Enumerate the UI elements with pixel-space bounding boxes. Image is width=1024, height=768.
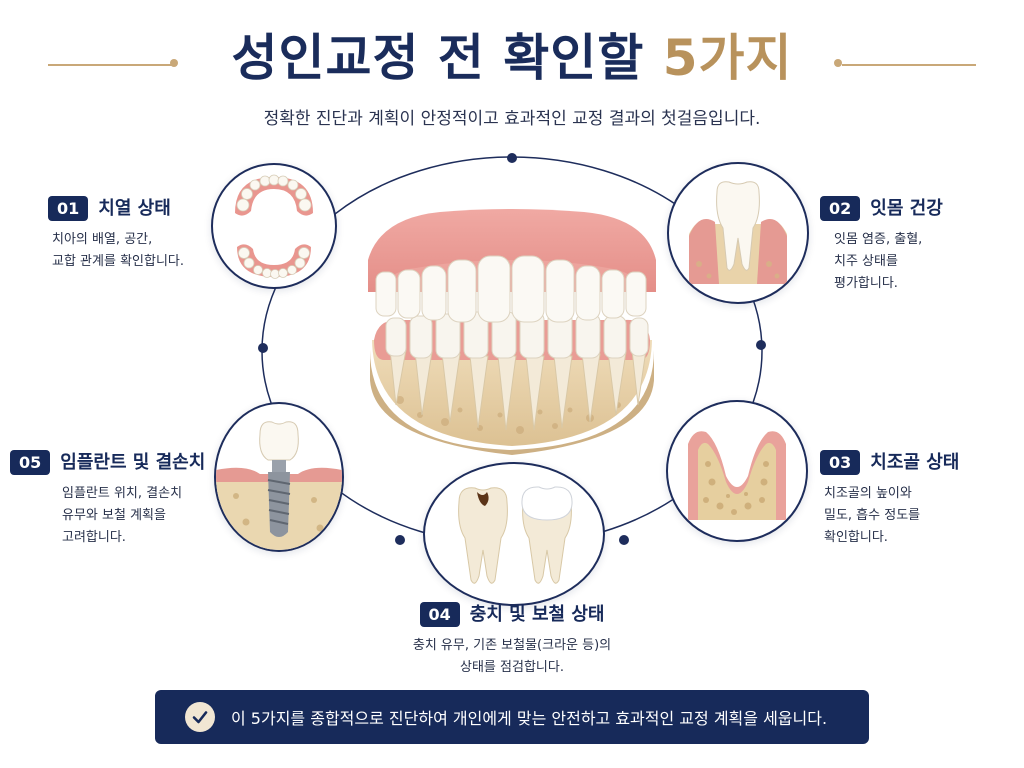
ring-dot-right [756,340,766,350]
item-05-number: 05 [10,450,51,475]
item-03-number: 03 [820,450,861,475]
item-05-desc-line3: 고려합니다. [62,530,126,545]
title-left-dot [170,59,178,67]
item-01-title: 치열 상태 [98,198,171,219]
item-03-title: 치조골 상태 [870,452,960,473]
item-03-desc: 치조골의 높이와 밀도, 흡수 정도를 확인합니다. [824,483,959,549]
item-02-desc-line3: 평가합니다. [834,276,898,291]
item-02-desc-line1: 잇몸 염증, 출혈, [834,232,923,247]
title-row: 성인교정 전 확인할 5가지 [0,18,1024,98]
item-05-desc-line1: 임플란트 위치, 결손치 [62,486,183,501]
item-04-desc-line1: 충치 유무, 기존 보철물(크라운 등)의 [412,638,612,653]
ring-dot-top [507,153,517,163]
item-03-desc-line2: 밀도, 흡수 정도를 [824,508,921,523]
item-05-title: 임플란트 및 결손치 [60,452,206,473]
implant-icon [216,421,342,550]
item-04-desc-line2: 상태를 점검합니다. [460,660,564,675]
item-02-desc: 잇몸 염증, 출혈, 치주 상태를 평가합니다. [834,229,943,295]
ring-dot-left [258,343,268,353]
item-01: 01 치열 상태 치아의 배열, 공간, 교합 관계를 확인합니다. [48,194,184,273]
item-05-desc-line2: 유무와 보철 계획을 [62,508,166,523]
page-title: 성인교정 전 확인할 5가지 [0,18,1024,90]
item-02: 02 잇몸 건강 잇몸 염증, 출혈, 치주 상태를 평가합니다. [820,194,943,295]
circle-04-cavity-crown [423,462,605,606]
item-01-desc-line2: 교합 관계를 확인합니다. [52,254,184,269]
ring-dot-bottom-left [395,535,405,545]
item-04-number: 04 [419,602,460,627]
summary-banner: 이 5가지를 종합적으로 진단하여 개인에게 맞는 안전하고 효과적인 교정 계… [155,690,869,744]
item-03-desc-line1: 치조골의 높이와 [824,486,912,501]
item-05-desc: 임플란트 위치, 결손치 유무와 보철 계획을 고려합니다. [62,483,205,549]
item-02-title: 잇몸 건강 [870,198,943,219]
circle-01-dental-arch [211,163,337,289]
gum-tooth-icon [689,181,787,284]
cavity-crown-icon [458,486,573,584]
title-main: 성인교정 전 확인할 [231,29,663,87]
title-accent: 5가지 [662,29,793,87]
circle-02-gum [667,162,809,304]
item-01-desc: 치아의 배열, 공간, 교합 관계를 확인합니다. [52,229,184,273]
ring-dot-bottom-right [619,535,629,545]
dental-arch-icon [235,174,313,279]
title-right-dot [834,59,842,67]
check-icon [185,702,215,732]
item-05: 05 임플란트 및 결손치 임플란트 위치, 결손치 유무와 보철 계획을 고려합… [10,448,205,549]
circle-05-implant [214,402,344,552]
item-04-title: 충치 및 보철 상태 [469,604,605,625]
title-right-line [842,64,976,66]
alveolar-bone-icon [688,431,786,520]
summary-text: 이 5가지를 종합적으로 진단하여 개인에게 맞는 안전하고 효과적인 교정 계… [231,709,828,728]
item-02-desc-line2: 치주 상태를 [834,254,898,269]
item-02-number: 02 [820,196,861,221]
item-01-desc-line1: 치아의 배열, 공간, [52,232,153,247]
item-01-number: 01 [48,196,89,221]
circle-03-bone [666,400,808,542]
item-03-desc-line3: 확인합니다. [824,530,888,545]
item-03: 03 치조골 상태 치조골의 높이와 밀도, 흡수 정도를 확인합니다. [820,448,959,549]
dental-model-image [368,209,656,455]
subtitle: 정확한 진단과 계획이 안정적이고 효과적인 교정 결과의 첫걸음입니다. [263,109,761,129]
item-04-desc: 충치 유무, 기존 보철물(크라운 등)의 상태를 점검합니다. [380,635,644,679]
item-04: 04 충치 및 보철 상태 충치 유무, 기존 보철물(크라운 등)의 상태를 점… [380,600,644,679]
title-left-line [48,64,172,66]
